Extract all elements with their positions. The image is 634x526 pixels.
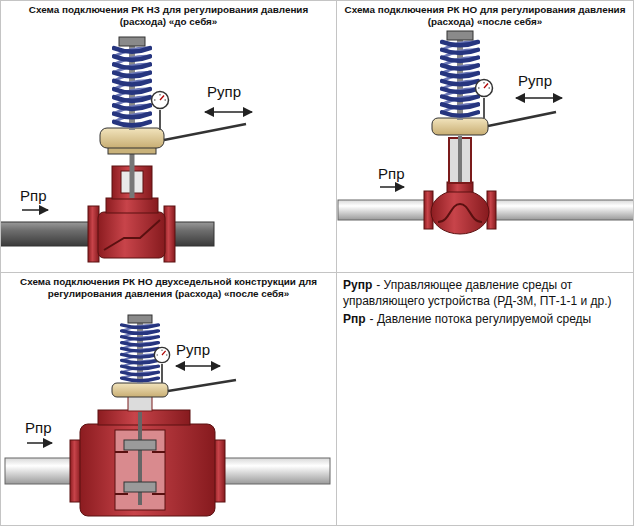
pressure-label: Рпр [378,166,404,183]
flange [70,440,81,502]
flange [88,206,99,262]
gauge-tube [483,98,485,118]
pressure-label: Рпр [25,420,51,437]
spring [442,38,478,120]
term-symbol: Рпр [343,312,366,326]
gauge-tube [161,364,163,383]
gauge [152,92,169,109]
schema-cell: Схема подключения РК НО двухседельной ко… [0,272,337,526]
spring [114,44,150,130]
pressure-label: Рупр [518,73,552,90]
gauge [154,347,169,362]
seat-line [104,220,160,250]
control-tube [168,380,236,391]
seat-line [438,204,482,222]
term-description: - Давление потока регулируемой среды [370,312,592,326]
schema-title: Схема подключения РК НО двухседельной ко… [1,273,336,301]
actuator [112,383,168,397]
schema-cell: Схема подключения РК НО для регулировани… [336,0,634,273]
actuator [432,118,488,135]
actuator [100,128,164,148]
pipe [0,222,92,246]
term-symbol: Рупр [343,278,372,292]
valve-nz [0,37,252,262]
pressure-label: Рпр [20,188,46,205]
valve-body [80,424,215,516]
plug [124,440,156,450]
yoke [128,396,152,411]
schema-title: Схема подключения РК НЗ для регулировани… [1,1,336,29]
top-flange [98,410,190,425]
stem [458,136,462,182]
control-arrow [176,365,220,367]
pipe [494,200,634,220]
valve-body [431,190,489,234]
schema-cell: Схема подключения РК НЗ для регулировани… [0,0,337,273]
plug [124,482,156,492]
valve-no [338,31,634,234]
pressure-label: Рупр [207,84,241,101]
gauge-tube [159,110,161,130]
control-arrow [516,97,562,99]
spring-cap [447,31,473,40]
flange [214,440,225,502]
spring [122,322,158,384]
schema-title: Схема подключения РК НО для регулировани… [337,1,633,29]
flange [164,206,175,262]
seat [115,452,165,494]
pipe [338,200,426,220]
pipe [222,458,330,484]
flow-arrow [22,209,48,211]
control-tube [488,112,556,126]
term-description: - Управляющее давление среды от управляю… [343,278,611,308]
flow-arrow [27,442,52,444]
control-tube [164,124,246,140]
stem [130,150,135,198]
legend-line: Рпр - Давление потока регулируемой среды [343,311,627,327]
pipe [5,458,75,484]
pipe [172,222,214,246]
legend-line: Рупр- Управляющее давление среды от упра… [343,277,627,309]
valve-double-seat [5,315,330,516]
bonnet [106,198,158,213]
flow-arrow [380,186,404,188]
valve-body [98,212,165,258]
spring-cap [119,37,145,46]
spring-cap [128,315,152,323]
legend-cell: Рупр- Управляющее давление среды от упра… [336,272,634,526]
pressure-label: Рупр [176,342,210,359]
control-arrow [205,111,252,113]
gauge [476,80,493,97]
